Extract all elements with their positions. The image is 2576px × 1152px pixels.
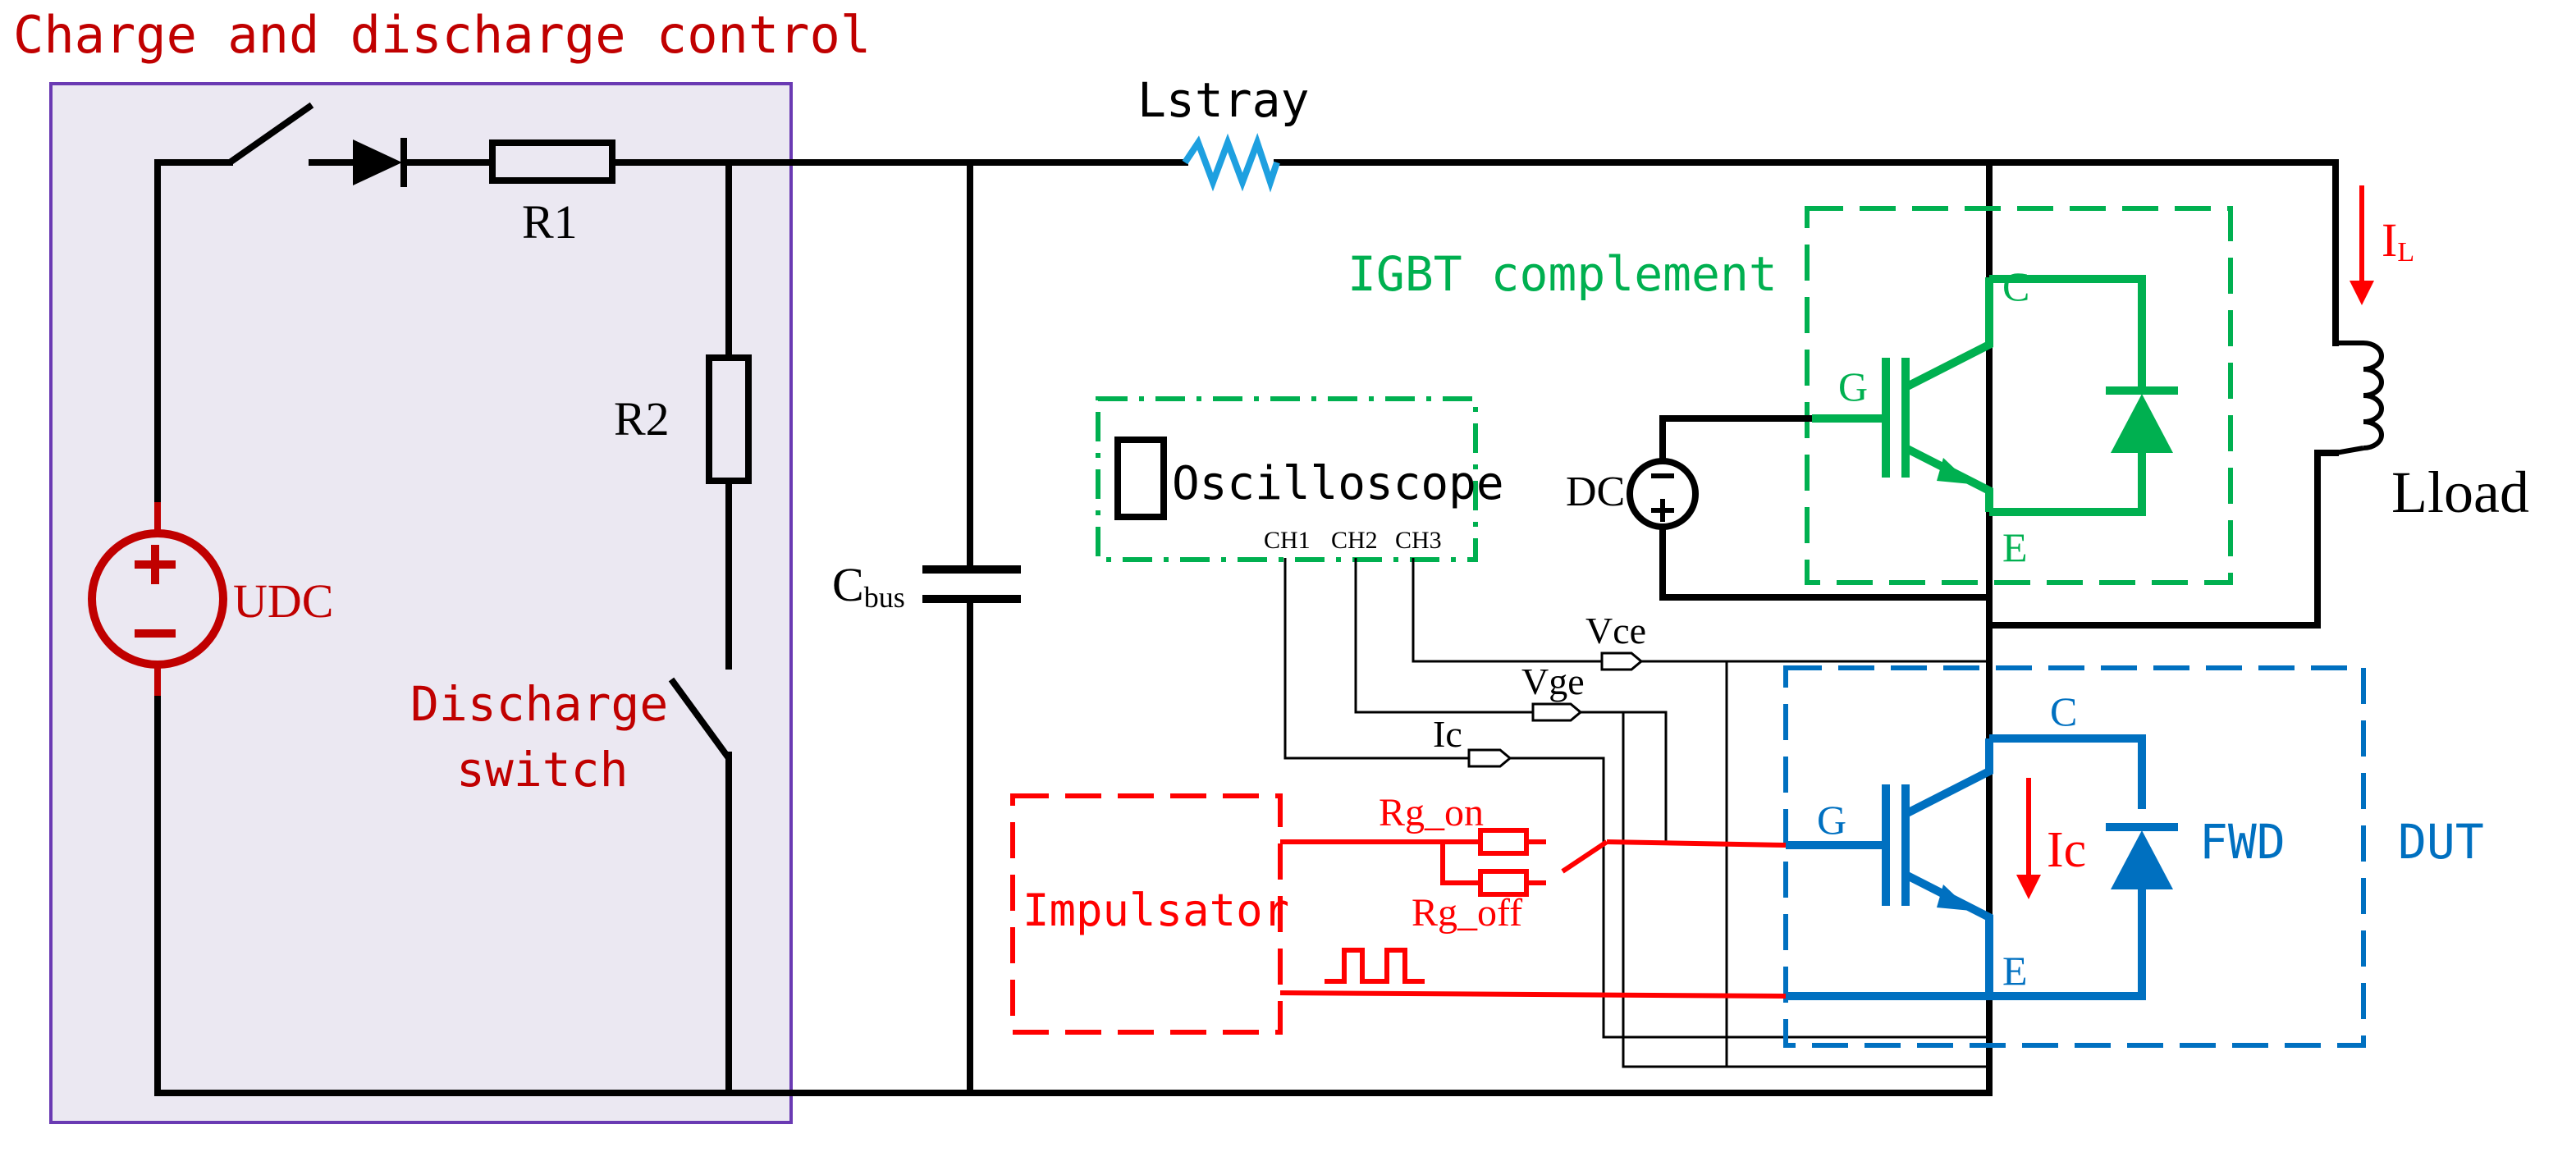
il-label: IL [2382,213,2414,267]
r1-label: R1 [522,195,578,249]
cbus-capacitor [922,565,1021,603]
charge-diode [353,138,407,187]
pulse-waveform-icon [1325,948,1425,984]
vge-probe-connector [1531,702,1583,722]
lload-inductor [2335,341,2384,455]
lload-label: Lload [2391,459,2529,525]
dut-box [1783,665,2366,1048]
collector-bottom-label: C [2050,688,2077,734]
impulsator-label: Impulsator [1023,885,1289,936]
rg-off-resistor [1478,869,1529,897]
igbt-complement-symbol [1812,275,2146,516]
probe-wires [1283,558,1989,1068]
oscilloscope-label: Oscilloscope [1172,457,1504,510]
vce-probe-connector [1600,651,1644,671]
gate-bottom-label: G [1817,797,1846,843]
ic-current-label: Ic [2047,822,2086,878]
udc-label: UDC [233,574,333,628]
rg-on-label: Rg_on [1379,791,1484,834]
udc-source [88,502,227,696]
dut-emitter-arrow [1937,885,1971,911]
ch3-label: CH3 [1395,527,1442,554]
probe-connectors [1467,651,1644,768]
discharge-switch-label-2: switch [456,742,629,798]
emitter-top-label: E [2002,524,2028,570]
ch2-label: CH2 [1331,527,1378,554]
rg-on-resistor [1478,828,1529,856]
impulsator-box [1010,793,1283,1035]
ch1-label: CH1 [1264,527,1311,554]
collector-top-label: C [2002,263,2029,309]
fwd-diode [2106,823,2178,889]
cbus-label: Cbus [832,558,905,614]
dut-igbt-symbol [1786,734,2146,1000]
discharge-switch [668,677,732,761]
discharge-switch-label-1: Discharge [410,676,668,732]
dut-label: DUT [2398,814,2484,870]
oscilloscope-box [1096,396,1478,562]
resistor-r2 [706,354,752,484]
igbt-complement-emitter-arrow [1937,458,1971,484]
vce-label: Vce [1585,610,1646,651]
lstray-inductor [1182,133,1280,193]
igbt-complement-label: IGBT complement [1347,246,1778,302]
igbt-complement-box [1805,206,2233,585]
rg-off-label: Rg_off [1412,891,1522,935]
ic-probe-label: Ic [1433,713,1462,755]
resistor-r1 [489,139,615,184]
gate-drive-wires [1279,839,1787,999]
ic-probe-connector [1467,748,1512,768]
gate-top-label: G [1838,363,1868,409]
emitter-bottom-label: E [2002,948,2028,994]
vge-label: Vge [1521,661,1585,702]
charge-discharge-control-box [49,82,793,1124]
lstray-label: Lstray [1137,72,1310,128]
gate-resistors [1478,828,1529,897]
dc-label: DC [1566,469,1625,515]
fwd-label: FWD [2199,814,2285,870]
main-wires [154,159,2339,1096]
r2-label: R2 [614,392,670,446]
igbt-complement-diode [2106,386,2178,453]
charge-switch [227,102,314,166]
oscilloscope-screen-icon [1114,437,1167,520]
charge-discharge-title: Charge and discharge control [13,5,871,65]
dc-source [1627,415,1989,601]
